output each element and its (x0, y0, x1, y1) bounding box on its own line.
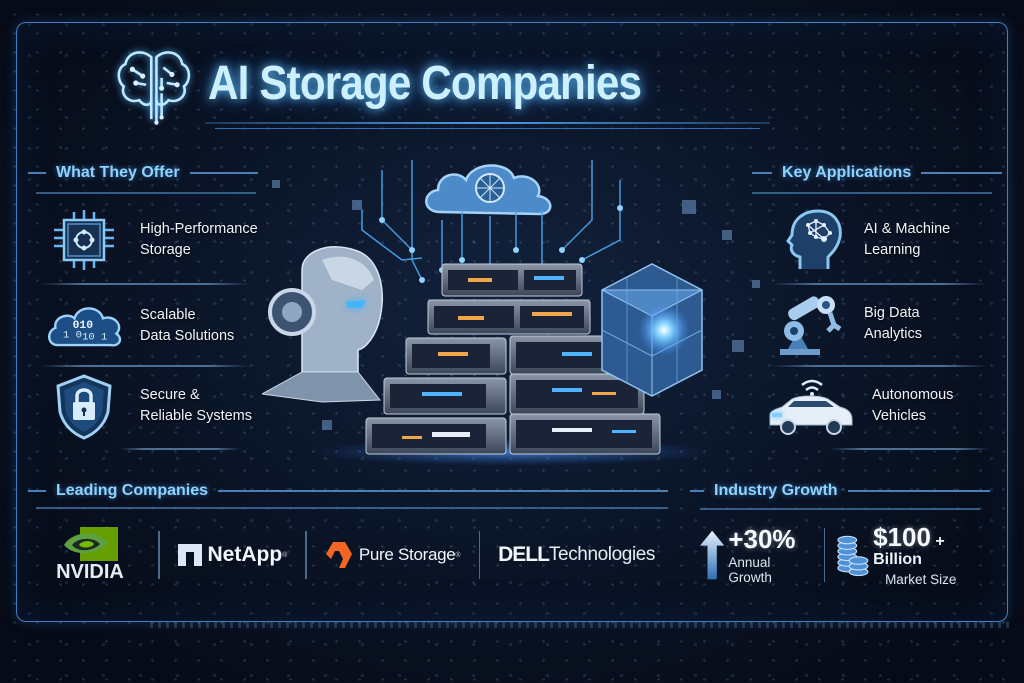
application-item: Autonomous Vehicles (764, 374, 953, 438)
heading-rule (752, 172, 772, 174)
application-label: Big Data Analytics (864, 305, 923, 342)
heading-text: Leading Companies (56, 482, 209, 499)
section-rule (700, 508, 980, 510)
stat-market-size: $100 + Billion Market Size (837, 524, 990, 587)
svg-text:10 1: 10 1 (82, 331, 107, 343)
binary-cloud-icon: 1 0 010 10 1 (44, 294, 124, 358)
offer-label: High-Performance Storage (140, 221, 258, 258)
svg-text:010: 010 (73, 319, 94, 332)
heading-rule (847, 490, 990, 492)
shield-lock-icon (44, 374, 124, 440)
stat-annual-growth: +30% Annual Growth (700, 526, 812, 585)
svg-text:1 0: 1 0 (63, 329, 82, 341)
application-label: Autonomous Vehicles (872, 387, 954, 424)
heading-text: What They Offer (56, 164, 180, 181)
heading-rule (28, 172, 46, 174)
heading-rule (218, 490, 668, 492)
section-heading-applications: Key Applications (752, 164, 1002, 182)
application-item: AI & Machine Learning (778, 208, 950, 272)
outer-frame (16, 22, 1008, 622)
growth-stats: +30% Annual Growth $100 + Billion Market… (700, 520, 990, 590)
section-rule (36, 192, 256, 194)
stat-separator (823, 528, 826, 582)
offer-item: 1 0 010 10 1 Scalable Data Solutions (44, 294, 234, 358)
logo-netapp: NetApp ® (177, 520, 287, 590)
logo-separator (158, 531, 160, 579)
heading-rule (690, 490, 704, 492)
coin-stack-icon (837, 535, 869, 577)
divider (830, 448, 990, 450)
heading-text: Key Applications (782, 164, 912, 181)
title-underline (205, 122, 770, 124)
section-rule (752, 192, 992, 194)
decorative-dots (150, 622, 1010, 628)
offer-label: Secure & Reliable Systems (140, 387, 253, 424)
logo-pure-storage: Pure Storage ® (325, 520, 461, 590)
logo-dell-technologies: DELL Technologies (498, 543, 656, 566)
page-title: AI Storage Companies (208, 56, 642, 110)
server-stack-icon (365, 263, 661, 455)
cloud-brain-icon (425, 164, 552, 216)
section-heading-offer: What They Offer (28, 164, 258, 182)
ai-head-icon (778, 208, 848, 272)
netapp-mark-icon (177, 544, 202, 566)
heading-text: Industry Growth (714, 482, 838, 499)
heading-rule (28, 490, 46, 492)
divider (120, 448, 240, 450)
section-rule (36, 507, 668, 509)
offer-item: High-Performance Storage (44, 208, 258, 272)
nvidia-eye-icon (64, 526, 118, 561)
company-logos: NVIDIA NetApp ® Pure Storage ® DELL Tech… (40, 520, 680, 590)
offer-item: Secure & Reliable Systems (44, 374, 253, 440)
divider (40, 283, 250, 285)
heading-rule (189, 172, 258, 174)
brain-circuit-icon (117, 51, 191, 125)
offer-label: Scalable Data Solutions (140, 307, 235, 344)
header: AI Storage Companies (110, 48, 700, 125)
section-heading-companies: Leading Companies (28, 482, 668, 500)
divider (40, 365, 250, 367)
section-heading-growth: Industry Growth (690, 482, 990, 500)
up-arrow-icon (700, 530, 725, 580)
application-label: AI & Machine Learning (864, 221, 951, 258)
heading-rule (921, 172, 1002, 174)
logo-separator (478, 531, 481, 579)
chip-icon (44, 208, 124, 272)
hero-illustration (262, 160, 760, 465)
logo-separator (305, 531, 307, 579)
logo-nvidia: NVIDIA (40, 520, 140, 590)
robot-head-icon (262, 246, 383, 403)
application-item: Big Data Analytics (774, 292, 922, 356)
title-underline (215, 128, 760, 129)
data-cube-icon (601, 263, 703, 397)
robot-arm-icon (774, 292, 848, 356)
divider (772, 365, 987, 367)
connected-car-icon (764, 374, 856, 438)
divider (772, 283, 987, 285)
pure-storage-mark-icon (325, 542, 352, 568)
